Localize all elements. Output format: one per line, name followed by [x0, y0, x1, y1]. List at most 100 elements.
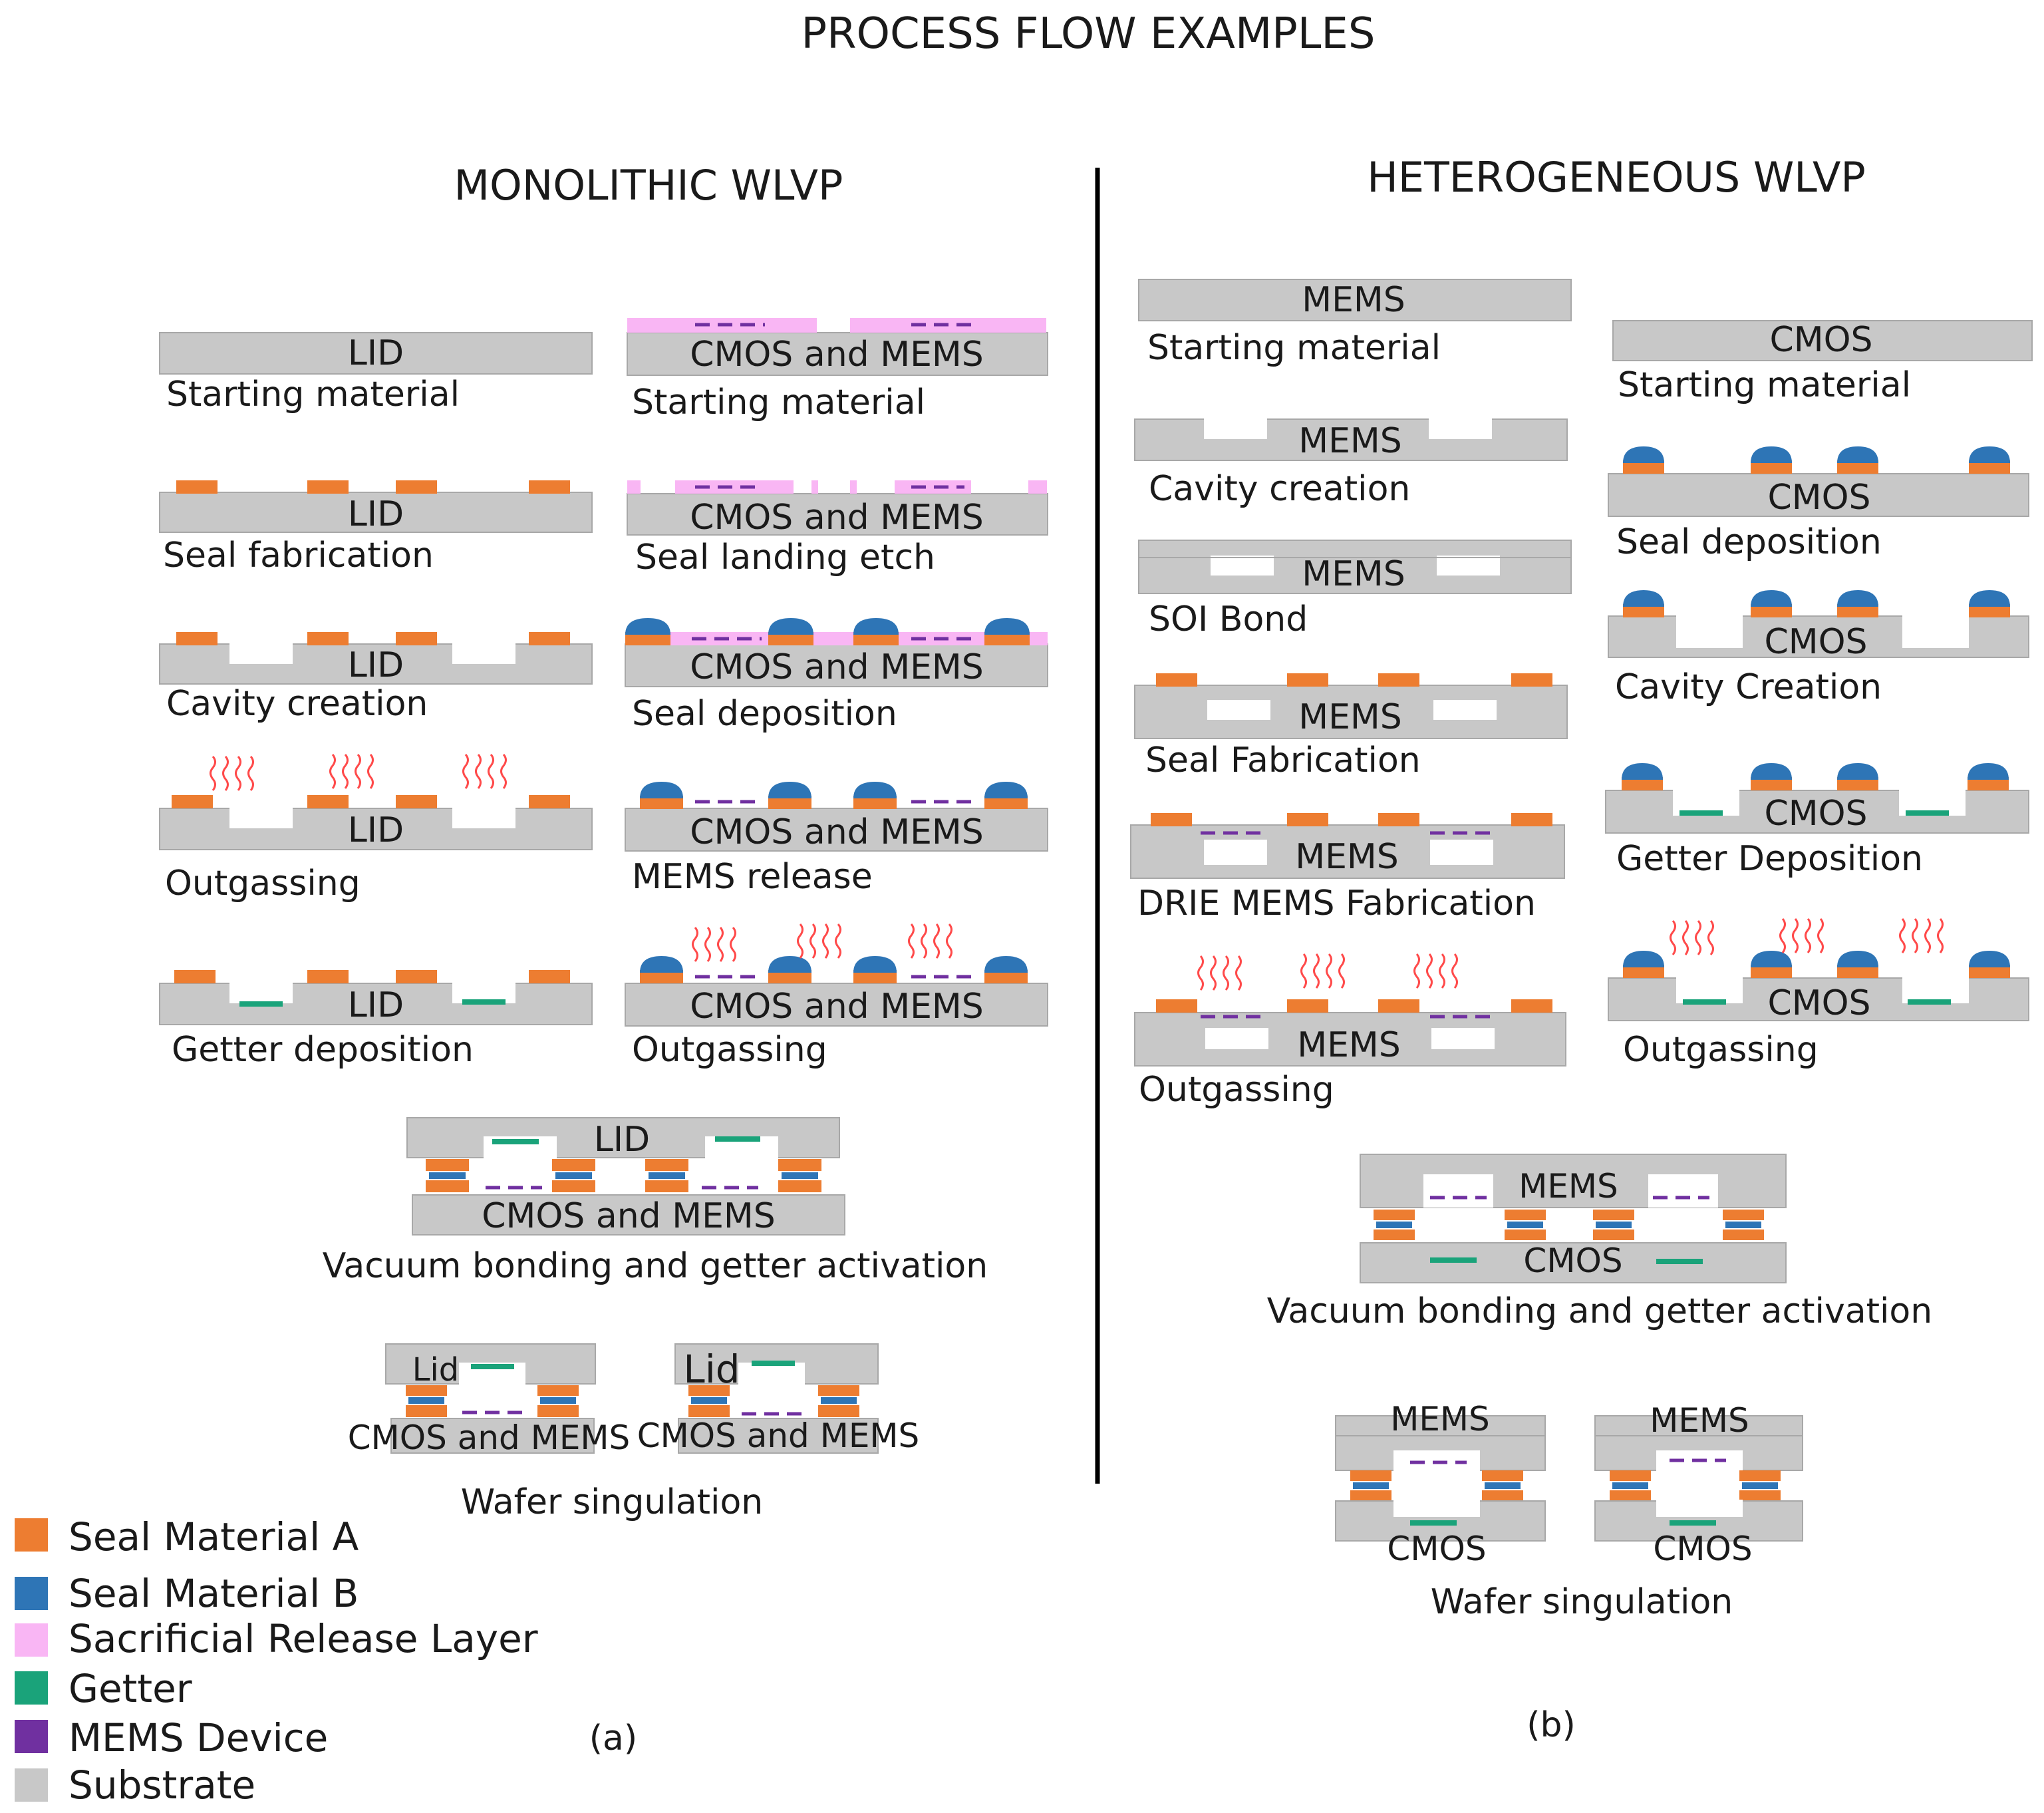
mems-step-2-cavity-creation: MEMS	[1134, 418, 1568, 461]
seal-material-a	[307, 632, 349, 645]
mems-step-1-starting-material: MEMS	[1138, 279, 1572, 321]
seal-material-b	[1742, 1482, 1778, 1489]
layer-label: MEMS	[1298, 697, 1402, 737]
layer-label: Lid	[412, 1351, 460, 1389]
seal-material-a	[1287, 813, 1328, 826]
seal-material-b	[1968, 763, 2009, 780]
sacrificial-release-layer	[675, 480, 794, 494]
seal-material-b	[1751, 590, 1792, 607]
mems-step-2-caption: Cavity creation	[1149, 469, 1410, 509]
seal-material-b	[1623, 446, 1664, 463]
seal-material-a	[1374, 1230, 1415, 1240]
seal-material-a	[768, 632, 813, 645]
outgassing-icon	[462, 754, 507, 789]
diagram-title: PROCESS FLOW EXAMPLES	[802, 9, 1376, 59]
layer-label: CMOS	[1764, 794, 1867, 834]
seal-material-b	[782, 1172, 818, 1179]
seal-material-b	[1612, 1482, 1648, 1489]
seal-material-b	[1507, 1222, 1543, 1228]
seal-material-b	[640, 782, 683, 798]
seal-material-a	[1505, 1230, 1546, 1240]
seal-material-a	[1374, 1210, 1415, 1220]
seal-material-a	[1751, 777, 1792, 790]
seal-material-a	[640, 970, 683, 983]
outgassing-icon	[1779, 918, 1824, 953]
mems-step-5-drie-mems-fabrication: MEMS	[1130, 813, 1565, 879]
legend-swatch-seal-b	[15, 1577, 48, 1610]
substrate	[627, 493, 1048, 536]
seal-material-b	[1725, 1222, 1761, 1228]
seal-material-a	[529, 632, 570, 645]
seal-material-a	[529, 970, 570, 983]
lid-step-2-caption: Seal fabrication	[163, 536, 434, 576]
seal-material-a	[1623, 604, 1664, 617]
seal-material-a	[307, 480, 349, 494]
sacrificial-release-layer	[1028, 480, 1047, 494]
layer-label: MEMS	[1295, 837, 1399, 877]
mems-step-1-caption: Starting material	[1147, 328, 1441, 368]
seal-material-b	[640, 956, 683, 973]
cmos-mono-step-1-starting-material: CMOS and MEMS	[627, 318, 1048, 376]
seal-material-a	[1623, 460, 1664, 474]
getter	[1410, 1520, 1457, 1526]
seal-material-a	[640, 796, 683, 809]
cmos-het-step-2-seal-deposition: CMOS	[1608, 446, 2029, 518]
seal-material-b	[625, 618, 670, 635]
getter	[492, 1139, 539, 1144]
seal-material-b	[429, 1172, 466, 1179]
seal-material-a	[688, 1385, 730, 1396]
cmos-mono-step-4-caption: MEMS release	[632, 857, 873, 897]
seal-material-a	[625, 632, 670, 645]
cavity	[1431, 1028, 1495, 1049]
seal-material-b	[1622, 763, 1663, 780]
seal-material-a	[1511, 813, 1552, 826]
layer-label: Lid	[683, 1347, 740, 1392]
seal-material-a	[853, 970, 897, 983]
lid-step-5-caption: Getter deposition	[172, 1030, 474, 1070]
outgassing-icon	[1197, 955, 1242, 991]
outgassing-icon	[1899, 918, 1944, 953]
cmos-mono-step-2-caption: Seal landing etch	[635, 538, 935, 577]
seal-material-a	[688, 1405, 730, 1417]
seal-material-a	[645, 1159, 688, 1171]
layer-label: MEMS	[1297, 1025, 1401, 1065]
seal-material-a	[1378, 673, 1419, 687]
legend-label-getter: Getter	[69, 1666, 192, 1711]
legend-label-substrate: Substrate	[69, 1762, 255, 1808]
seal-material-a	[1751, 460, 1792, 474]
seal-material-a	[396, 480, 437, 494]
layer-label: LID	[348, 985, 404, 1025]
cmos-mono-step-3-caption: Seal deposition	[632, 694, 897, 734]
substrate	[1138, 279, 1572, 321]
substrate	[627, 332, 1048, 376]
outgassing-icon	[692, 927, 736, 962]
seal-material-a	[307, 795, 349, 808]
cavity	[1902, 977, 1969, 1003]
cavity	[229, 807, 293, 828]
seal-material-a	[1622, 777, 1663, 790]
seal-material-b	[984, 956, 1028, 973]
seal-material-b	[984, 782, 1028, 798]
seal-material-a	[645, 1180, 688, 1192]
seal-material-a	[1723, 1230, 1764, 1240]
cavity	[1207, 700, 1270, 720]
layer-label: MEMS	[1298, 421, 1402, 461]
seal-material-b	[1969, 590, 2010, 607]
mems-step-4-caption: Seal Fabrication	[1145, 741, 1421, 780]
seal-material-a	[552, 1180, 595, 1192]
legend-swatch-getter	[15, 1671, 48, 1705]
getter	[1683, 999, 1726, 1005]
outgassing-icon	[1413, 953, 1458, 989]
seal-material-a	[1837, 460, 1878, 474]
layer-label: LID	[348, 645, 404, 685]
cmos-het-step-4-getter-deposition: CMOS	[1605, 763, 2029, 834]
substrate	[412, 1194, 845, 1236]
layer-label: CMOS	[1523, 1241, 1622, 1280]
seal-material-b	[1485, 1482, 1521, 1489]
outgassing-icon	[908, 923, 952, 959]
cavity	[1204, 840, 1267, 865]
